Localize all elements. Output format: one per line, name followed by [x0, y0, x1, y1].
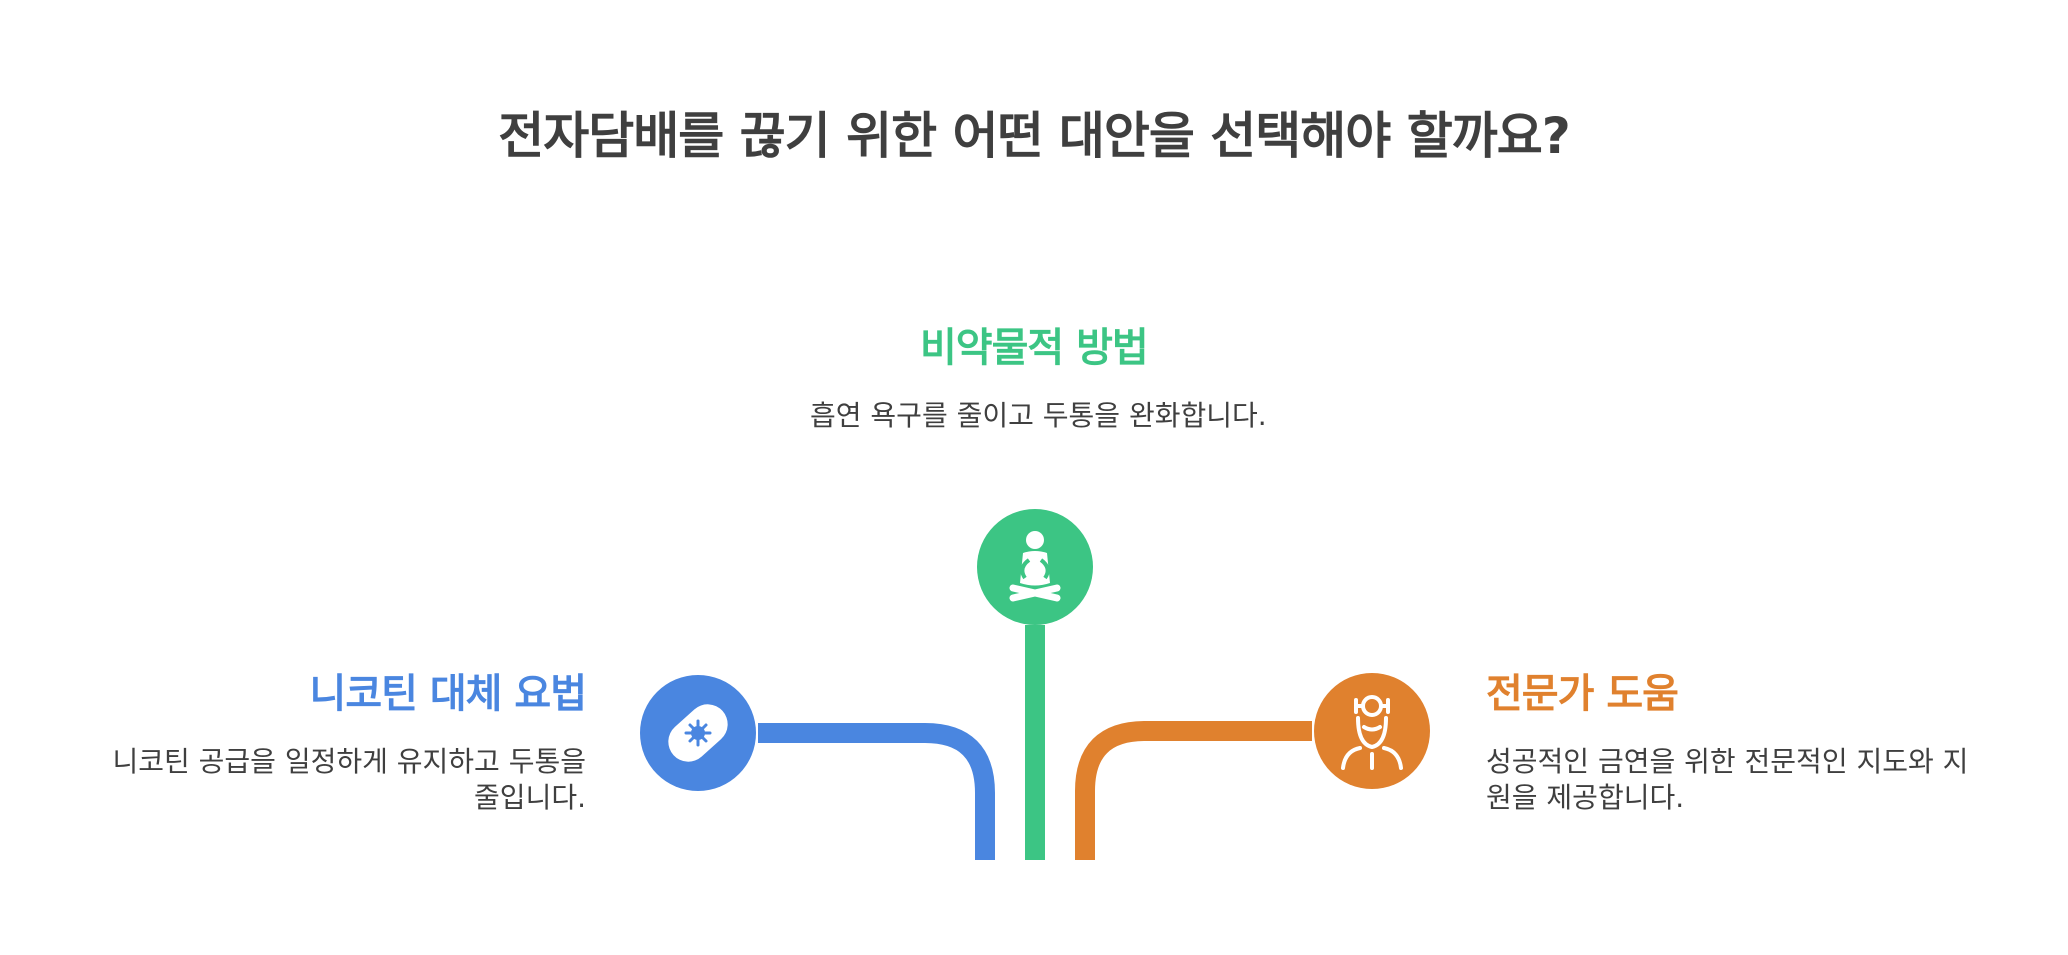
node-right [1314, 673, 1430, 789]
branch-heading-non-drug: 비약물적 방법 [920, 325, 1149, 371]
branch-description-expert-help: 성공적인 금연을 위한 전문적인 지도와 지원을 제공합니다. [1486, 745, 1969, 814]
branch-heading-nicotine-replacement: 니코틴 대체 요법 [309, 671, 587, 717]
branch-description-nicotine-replacement: 니코틴 공급을 일정하게 유지하고 두통을 줄입니다. [112, 745, 586, 814]
branch-description-non-drug: 흡연 욕구를 줄이고 두통을 완화합니다. [810, 399, 1267, 432]
node-left [640, 675, 756, 791]
connector-line-left [758, 723, 995, 860]
page-title: 전자담배를 끊기 위한 어떤 대안을 선택해야 할까요? [498, 107, 1570, 165]
doctor-icon [1341, 695, 1403, 770]
meditation-icon [1009, 531, 1061, 602]
branch-heading-expert-help: 전문가 도움 [1486, 671, 1679, 717]
node-center [977, 509, 1093, 625]
connector-line-right [1075, 721, 1312, 860]
nicotine-patch-icon [668, 704, 728, 762]
